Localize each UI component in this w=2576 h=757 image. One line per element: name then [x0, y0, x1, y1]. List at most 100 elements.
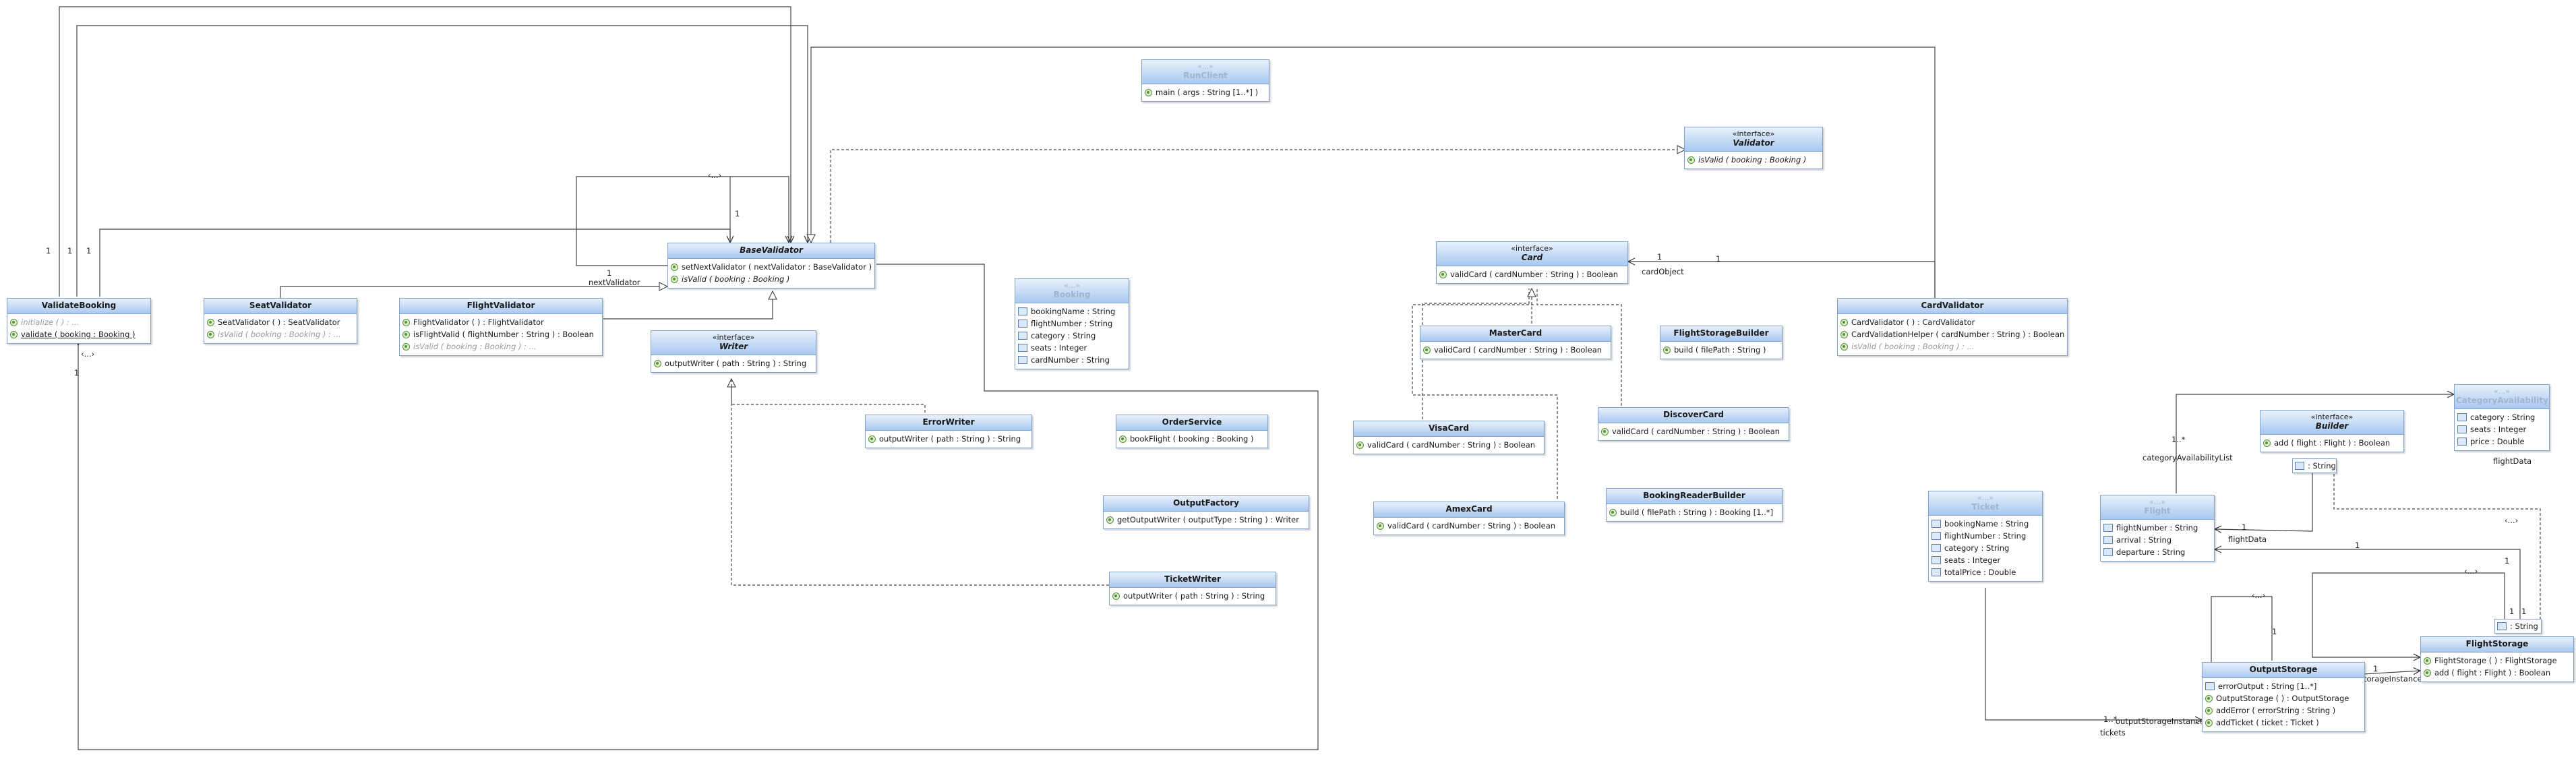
operation-icon: [1840, 330, 1848, 338]
class-amexcard[interactable]: AmexCard validCard ( cardNumber : String…: [1373, 502, 1565, 535]
operation-row: SeatValidator ( ) : SeatValidator: [207, 316, 354, 328]
operation-icon: [1840, 342, 1848, 351]
operation-row: initialize ( ) : ...: [10, 316, 148, 328]
class-members: outputWriter ( path : String ) : String: [651, 355, 816, 372]
class-orderservice[interactable]: OrderService bookFlight ( booking : Book…: [1116, 415, 1268, 448]
attribute-icon: [1931, 556, 1941, 564]
class-flightvalidator[interactable]: FlightValidator FlightValidator ( ) : Fl…: [399, 298, 603, 356]
class-validatebooking[interactable]: ValidateBooking initialize ( ) : ...vali…: [7, 298, 151, 344]
class-outputstorage[interactable]: OutputStorage errorOutput : String [1..*…: [2202, 662, 2365, 732]
member-text: validCard ( cardNumber : String ) : Bool…: [1612, 427, 1780, 436]
member-text: price : Double: [2470, 437, 2525, 446]
class-builder[interactable]: «interface»Builder add ( flight : Flight…: [2260, 410, 2404, 452]
operation-row: outputWriter ( path : String ) : String: [654, 357, 813, 369]
operation-row: addError ( errorString : String ): [2205, 704, 2362, 717]
attribute-icon: [1931, 568, 1941, 576]
class-members: getOutputWriter ( outputType : String ) …: [1104, 512, 1309, 528]
edge-basevalidator-self: [729, 176, 789, 243]
class-runclient[interactable]: «...»RunClient main ( args : String [1..…: [1141, 59, 1269, 102]
class-members: outputWriter ( path : String ) : String: [1110, 588, 1276, 605]
operation-row: addTicket ( ticket : Ticket ): [2205, 717, 2362, 729]
label-tickets: tickets: [2100, 728, 2126, 737]
class-validator[interactable]: «interface»Validator isValid ( booking :…: [1684, 127, 1823, 169]
class-name: Card: [1521, 253, 1543, 262]
edge-flightstorage-flight: [2215, 549, 2521, 634]
class-errorwriter[interactable]: ErrorWriter outputWriter ( path : String…: [865, 415, 1032, 448]
edge-flightstorage-self: [2312, 572, 2505, 657]
member-text: isValid ( booking : Booking ) : ...: [218, 330, 341, 339]
operation-icon: [1356, 441, 1364, 449]
class-categoryavailability[interactable]: «...»CategoryAvailability category : Str…: [2454, 384, 2550, 451]
class-name: OutputFactory: [1173, 498, 1239, 508]
class-members: validCard ( cardNumber : String ) : Bool…: [1354, 437, 1544, 454]
class-members: main ( args : String [1..*] ): [1142, 84, 1269, 101]
attribute-row: category : String: [1018, 330, 1126, 342]
operation-icon: [1119, 435, 1127, 443]
class-members: SeatValidator ( ) : SeatValidator isValid…: [204, 314, 357, 343]
mult: 1: [67, 246, 73, 255]
class-name: BookingReaderBuilder: [1643, 491, 1745, 500]
stereotype: «interface»: [1732, 129, 1775, 138]
class-flightstorage[interactable]: FlightStorage FlightStorage ( ) : Flight…: [2420, 636, 2574, 682]
operation-icon: [1106, 516, 1114, 524]
class-bookingreaderbuilder[interactable]: BookingReaderBuilder build ( filePath : …: [1606, 488, 1783, 522]
member-text: departure : String: [2116, 547, 2186, 557]
operation-row: CardValidator ( ) : CardValidator: [1840, 316, 2064, 328]
operation-row: isValid ( booking : Booking ) : ...: [1840, 340, 2064, 353]
edge-flight-categoryavailability: [2176, 394, 2454, 493]
member-text: FlightValidator ( ) : FlightValidator: [413, 317, 544, 327]
class-writer[interactable]: «interface»Writer outputWriter ( path : …: [651, 330, 816, 373]
attribute-row: departure : String: [2103, 546, 2211, 558]
operation-icon: [868, 435, 876, 443]
class-mastercard[interactable]: MasterCard validCard ( cardNumber : Stri…: [1420, 326, 1611, 359]
class-name: FlightStorage: [2465, 639, 2529, 648]
operation-row: getOutputWriter ( outputType : String ) …: [1106, 514, 1306, 526]
member-text: errorOutput : String [1..*]: [2218, 682, 2317, 691]
attribute-row: cardNumber : String: [1018, 354, 1126, 366]
operation-icon: [207, 318, 214, 326]
class-discovercard[interactable]: DiscoverCard validCard ( cardNumber : St…: [1598, 407, 1789, 441]
edge-ticket-outputstorage: [1985, 588, 2202, 720]
attribute-icon: [1018, 320, 1027, 328]
class-visacard[interactable]: VisaCard validCard ( cardNumber : String…: [1353, 421, 1545, 454]
class-flightstoragebuilder[interactable]: FlightStorageBuilder build ( filePath : …: [1660, 326, 1783, 359]
attribute-icon: [1018, 344, 1027, 352]
operation-icon: [207, 330, 214, 338]
edge-basevalidator-validator: [830, 150, 1685, 243]
class-outputfactory[interactable]: OutputFactory getOutputWriter ( outputTy…: [1103, 495, 1309, 529]
class-basevalidator[interactable]: BaseValidator setNextValidator ( nextVal…: [667, 243, 875, 289]
class-name: AmexCard: [1445, 504, 1493, 514]
member-text: addError ( errorString : String ): [2216, 706, 2336, 715]
operation-row: validCard ( cardNumber : String ) : Bool…: [1601, 425, 1786, 437]
mult: 1: [46, 246, 51, 255]
operation-row: validCard ( cardNumber : String ) : Bool…: [1377, 520, 1561, 532]
stereotype: «interface»: [1511, 244, 1553, 253]
class-seatvalidator[interactable]: SeatValidator SeatValidator ( ) : SeatVa…: [204, 298, 357, 344]
operation-icon: [1377, 522, 1384, 530]
attribute-icon: [2103, 548, 2113, 556]
label-nextvalidator: nextValidator: [589, 278, 640, 287]
edge-visacard-card: [1422, 289, 1530, 419]
attribute-icon: [1018, 332, 1027, 340]
class-card[interactable]: «interface»Card validCard ( cardNumber :…: [1436, 241, 1628, 284]
attribute-row: seats : Integer: [1931, 554, 2039, 566]
class-name: FlightValidator: [467, 301, 535, 310]
member-text: addTicket ( ticket : Ticket ): [2216, 718, 2319, 727]
edge-cardvalidator-basevalidator: [811, 47, 1936, 298]
class-ticketwriter[interactable]: TicketWriter outputWriter ( path : Strin…: [1109, 572, 1276, 605]
edge-nextvalidator: [576, 176, 730, 266]
attribute-row: flightNumber : String: [2103, 522, 2211, 534]
mult: 1: [2521, 607, 2527, 616]
member-text: validCard ( cardNumber : String ) : Bool…: [1367, 440, 1536, 450]
class-cardvalidator[interactable]: CardValidator CardValidator ( ) : CardVa…: [1837, 298, 2068, 356]
member-text: cardNumber : String: [1031, 355, 1110, 365]
edge-discovercard-card: [1536, 289, 1622, 406]
member-text: SeatValidator ( ) : SeatValidator: [218, 317, 340, 327]
member-text: CardValidator ( ) : CardValidator: [1851, 317, 1975, 327]
